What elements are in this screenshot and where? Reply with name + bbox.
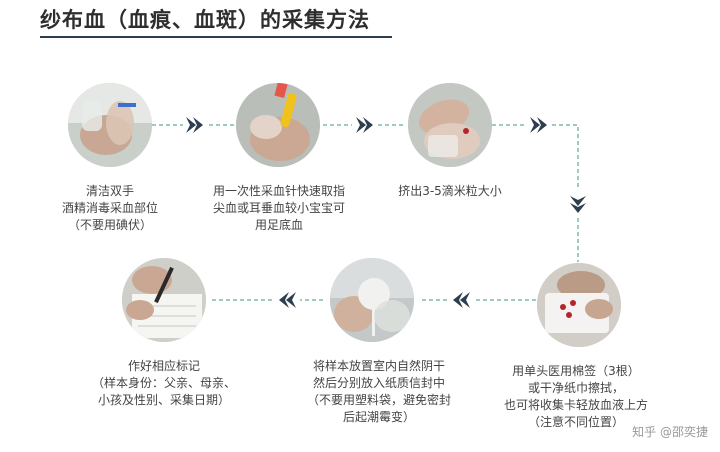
step-4-photo	[537, 263, 621, 347]
step-6-line-3: 小孩及性别、采集日期）	[97, 393, 230, 407]
step-4-line-2: 或干净纸巾擦拭，	[527, 381, 624, 395]
arrow-left-icon	[460, 292, 470, 308]
step-2-line-1: 用一次性采血针快速取指	[212, 184, 345, 198]
step-4-caption: 用单头医用棉签（3根） 或干净纸巾擦拭， 也可将收集卡轻放血液上方 （注意不同位…	[478, 363, 674, 431]
step-6-photo	[122, 258, 206, 342]
step-5-line-1: 将样本放置室内自然阴干	[312, 359, 445, 373]
step-5-line-2: 然后分别放入纸质信封中	[312, 376, 445, 390]
arrow-right-icon	[530, 117, 540, 133]
step-2-photo	[236, 83, 320, 167]
step-1-caption: 清洁双手 酒精消毒采血部位 （不要用碘伏）	[30, 183, 190, 234]
step-5-caption: 将样本放置室内自然阴干 然后分别放入纸质信封中 （不要用塑料袋，避免密封 后起潮…	[290, 358, 468, 426]
connector-3b	[552, 124, 579, 190]
step-3-photo	[408, 83, 492, 167]
step-3-line-1: 挤出3-5滴米粒大小	[398, 184, 502, 198]
step-1-line-2: 酒精消毒采血部位	[61, 201, 158, 215]
step-2-caption: 用一次性采血针快速取指 尖血或耳垂血较小宝宝可 用足底血	[194, 183, 364, 234]
step-4-line-3: 也可将收集卡轻放血液上方	[503, 398, 648, 412]
arrow-right-icon	[356, 117, 366, 133]
step-1-line-1: 清洁双手	[85, 184, 134, 198]
arrow-right-icon	[363, 117, 373, 133]
title-underline	[40, 36, 392, 38]
step-6-line-2: （样本身份：父亲、母亲、	[91, 376, 236, 390]
arrow-left-icon	[286, 292, 296, 308]
arrow-down-icon	[570, 196, 586, 206]
arrow-left-icon	[279, 292, 289, 308]
step-1-photo	[68, 83, 152, 167]
arrow-right-icon	[186, 117, 196, 133]
step-2-line-3: 用足底血	[254, 218, 303, 232]
step-4-line-1: 用单头医用棉签（3根）	[512, 364, 640, 378]
watermark: 知乎 @邵奕捷	[632, 425, 708, 439]
arrow-right-icon	[537, 117, 547, 133]
step-5-photo	[330, 258, 414, 342]
step-5-line-4: 后起潮霉变）	[342, 410, 415, 424]
step-3-caption: 挤出3-5滴米粒大小	[380, 183, 520, 200]
step-6-line-1: 作好相应标记	[127, 359, 200, 373]
step-5-line-3: （不要用塑料袋，避免密封	[306, 393, 451, 407]
step-6-caption: 作好相应标记 （样本身份：父亲、母亲、 小孩及性别、采集日期）	[84, 358, 244, 409]
arrow-right-icon	[193, 117, 203, 133]
step-1-line-3: （不要用碘伏）	[67, 218, 152, 232]
step-2-line-2: 尖血或耳垂血较小宝宝可	[212, 201, 345, 215]
step-4-line-4: （注意不同位置）	[527, 415, 624, 429]
arrow-left-icon	[453, 292, 463, 308]
arrow-down-icon	[570, 203, 586, 213]
page-title: 纱布血（血痕、血斑）的采集方法	[40, 8, 370, 32]
